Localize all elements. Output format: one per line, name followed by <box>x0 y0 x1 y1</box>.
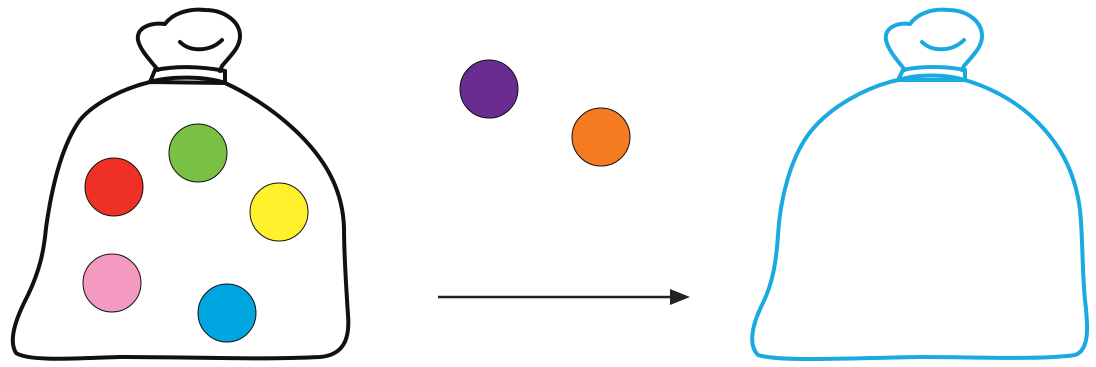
ball-blue <box>198 284 256 342</box>
ball-yellow <box>250 183 308 241</box>
ball-green <box>169 124 227 182</box>
ball-red <box>85 158 143 216</box>
left-bag <box>13 10 349 359</box>
right-bag-body <box>752 80 1087 359</box>
arrow-head <box>670 289 690 305</box>
ball-orange <box>572 108 630 166</box>
right-arrow <box>438 289 690 305</box>
right-bag <box>752 10 1087 359</box>
left-bag-knot <box>138 10 240 71</box>
ball-pink <box>83 254 141 312</box>
right-bag-knot <box>886 10 982 70</box>
ball-purple <box>460 60 518 118</box>
